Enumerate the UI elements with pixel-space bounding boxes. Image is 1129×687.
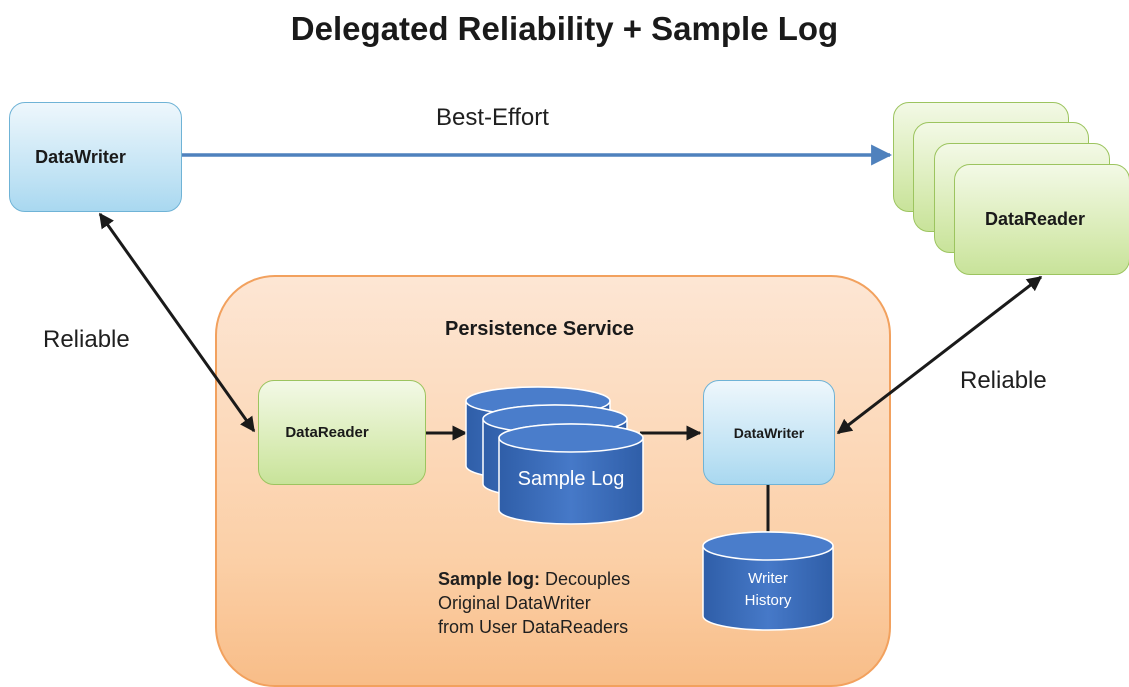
writer-history-label: Writer History [703, 568, 833, 612]
service-datawriter-node[interactable]: DataWriter [703, 380, 835, 485]
diagram-title: Delegated Reliability + Sample Log [290, 10, 839, 47]
sample-log-label: Sample Log [517, 468, 625, 490]
sample-log-note: Sample log: Decouples Original DataWrite… [438, 567, 630, 639]
sample-log-database [465, 386, 644, 525]
datareader-label: DataReader [984, 209, 1086, 229]
datawriter-node[interactable]: DataWriter [9, 102, 182, 212]
datawriter-label: DataWriter [35, 146, 126, 167]
writer-history-line1: Writer [748, 570, 788, 587]
best-effort-label: Best-Effort [436, 104, 549, 131]
sample-log-note-line2: Original DataWriter [438, 593, 591, 613]
sample-log-note-line1: Decouples [540, 569, 631, 589]
writer-history-database [702, 531, 834, 631]
datareader-node[interactable]: DataReader [954, 164, 1129, 275]
writer-history-line2: History [744, 592, 792, 609]
service-datareader-label: DataReader [285, 424, 369, 441]
reliable-left-arrow [98, 212, 256, 433]
persistence-service-title: Persistence Service [445, 318, 635, 340]
reliable-right-arrow [836, 275, 1043, 435]
service-datawriter-label: DataWriter [733, 424, 805, 441]
sample-log-note-bold: Sample log: [438, 569, 541, 589]
service-datareader-node[interactable]: DataReader [258, 380, 426, 485]
sample-log-note-line3: from User DataReaders [438, 617, 629, 637]
